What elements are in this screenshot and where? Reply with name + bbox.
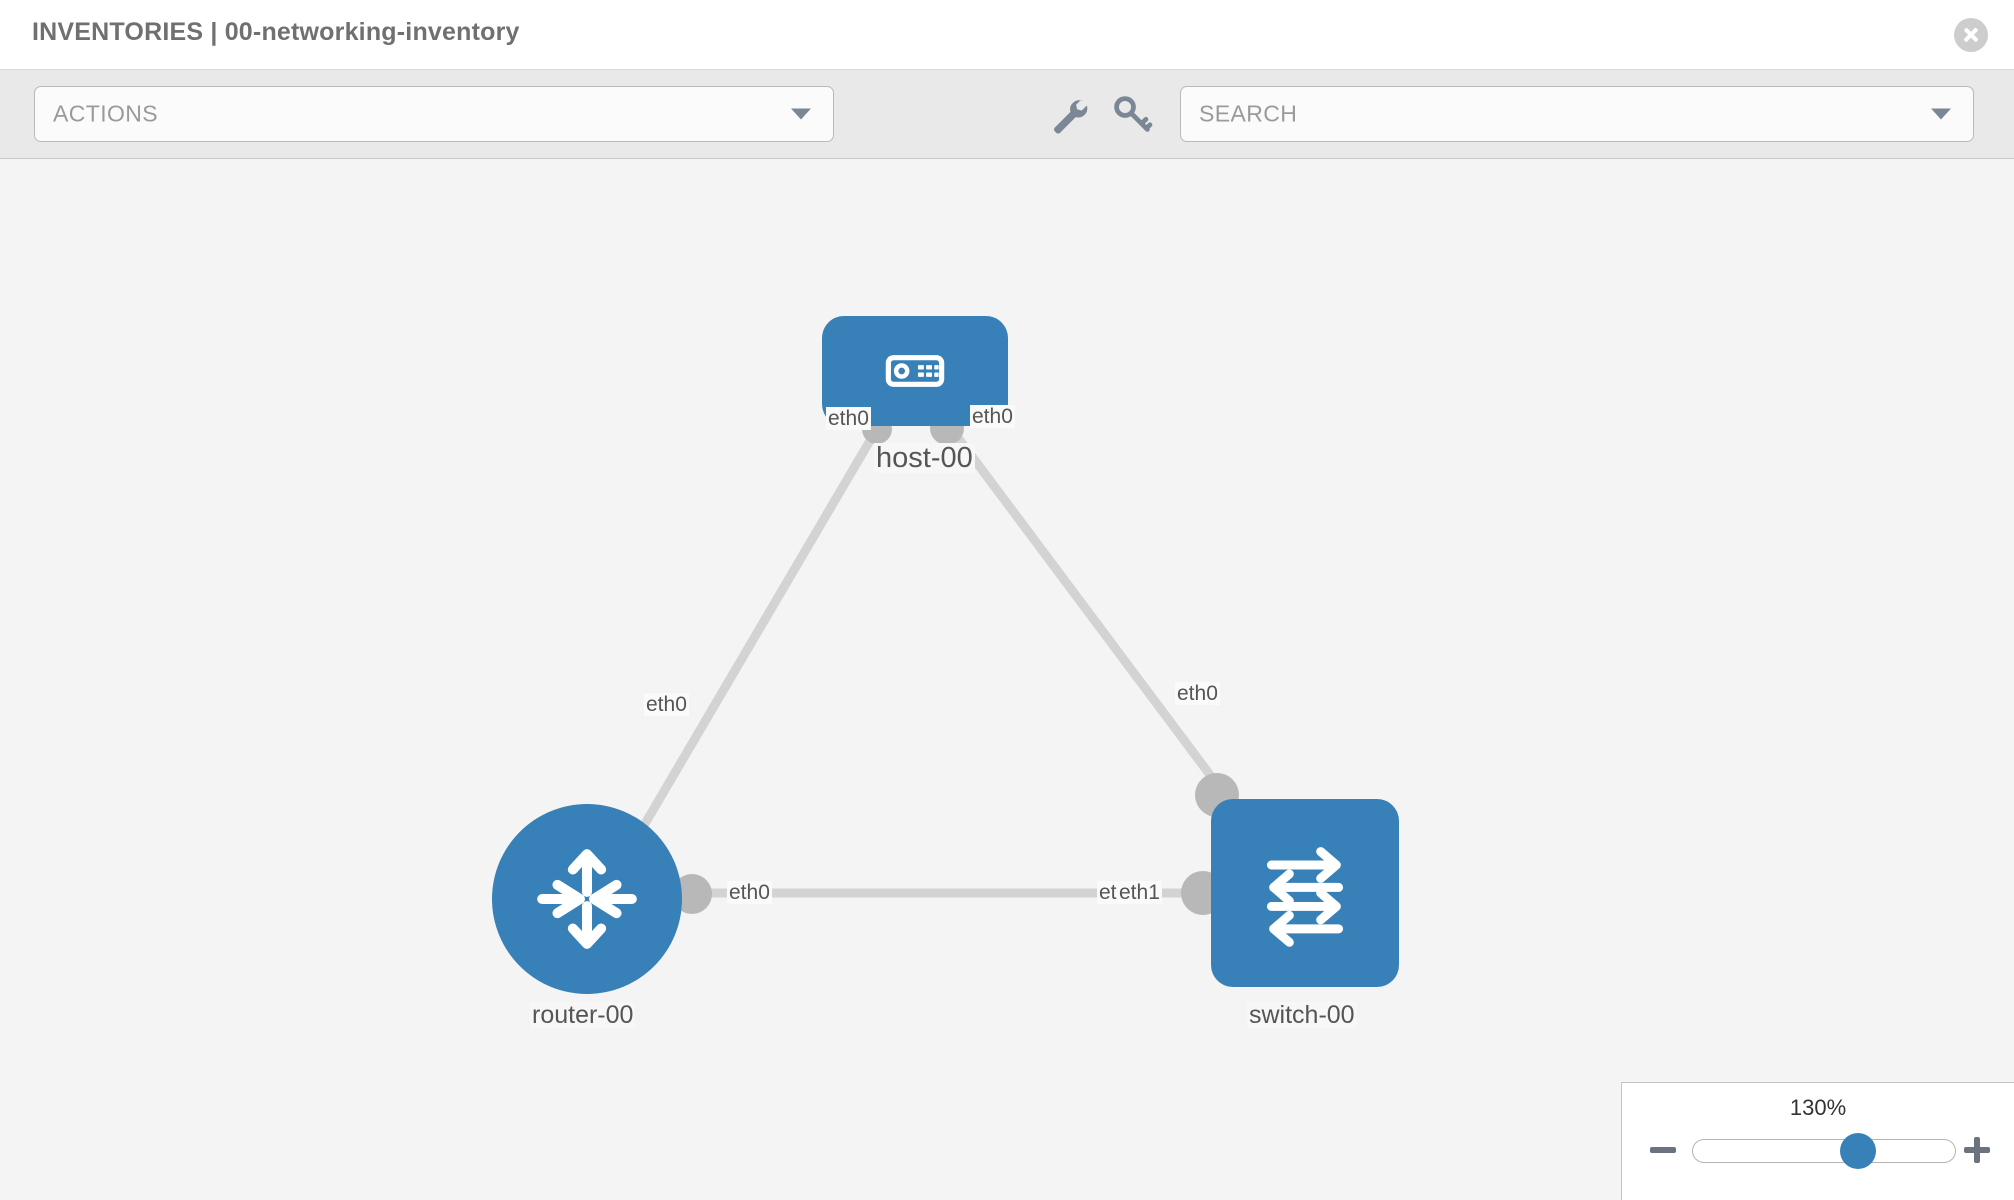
toolbar: ACTIONS SEARCH bbox=[0, 70, 2014, 159]
window-header: INVENTORIES | 00-networking-inventory bbox=[0, 0, 2014, 70]
close-icon[interactable] bbox=[1954, 18, 1988, 52]
interface-label: eth0 bbox=[727, 881, 772, 905]
search-placeholder: SEARCH bbox=[1199, 100, 1298, 127]
chevron-down-icon bbox=[791, 108, 811, 120]
router-icon[interactable] bbox=[492, 804, 682, 994]
page-title: INVENTORIES | 00-networking-inventory bbox=[32, 18, 520, 46]
zoom-control-panel: 130% bbox=[1621, 1082, 2014, 1200]
topology-node-label: router-00 bbox=[530, 1001, 636, 1029]
key-icon[interactable] bbox=[1110, 92, 1154, 136]
zoom-slider[interactable] bbox=[1692, 1133, 1956, 1169]
zoom-slider-thumb[interactable] bbox=[1840, 1133, 1877, 1169]
actions-dropdown[interactable]: ACTIONS bbox=[34, 86, 834, 142]
zoom-in-button[interactable] bbox=[1962, 1135, 1992, 1165]
topology-link[interactable] bbox=[946, 424, 1232, 802]
chevron-down-icon bbox=[1931, 108, 1951, 120]
zoom-out-button[interactable] bbox=[1648, 1135, 1678, 1165]
interface-label: eth1 bbox=[1117, 881, 1162, 905]
interface-label: eth0 bbox=[826, 407, 871, 431]
zoom-level-value: 130% bbox=[1789, 1095, 1847, 1120]
topology-link[interactable] bbox=[632, 424, 882, 842]
topology-node-router-00[interactable] bbox=[492, 804, 682, 994]
interface-label: eth0 bbox=[1175, 682, 1220, 706]
search-input[interactable]: SEARCH bbox=[1180, 86, 1974, 142]
minus-icon bbox=[1650, 1147, 1676, 1153]
topology-canvas[interactable]: host-00 router-00 switch-00 eth0 eth0 eth0 eth… bbox=[0, 159, 2014, 1200]
interface-label: eth0 bbox=[970, 405, 1015, 429]
switch-icon[interactable] bbox=[1211, 799, 1399, 987]
actions-dropdown-label: ACTIONS bbox=[53, 100, 159, 127]
interface-label: eth0 bbox=[644, 693, 689, 717]
topology-node-switch-00[interactable] bbox=[1211, 799, 1399, 987]
plus-icon-v bbox=[1974, 1137, 1980, 1163]
topology-node-label: switch-00 bbox=[1247, 1001, 1357, 1029]
wrench-icon[interactable] bbox=[1046, 92, 1090, 136]
topology-node-label: host-00 bbox=[874, 442, 975, 474]
